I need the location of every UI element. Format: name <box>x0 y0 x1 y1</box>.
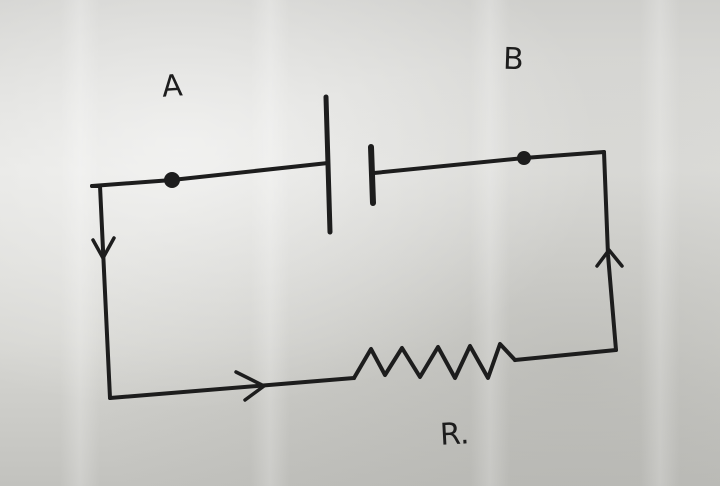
wire-right <box>602 150 618 352</box>
terminal-b-label: B <box>502 41 525 78</box>
terminal-a-label: A <box>160 68 184 105</box>
wire-top-left <box>90 161 330 188</box>
resistor <box>352 342 517 380</box>
terminal-a-dot <box>164 172 180 188</box>
terminal-b-dot <box>517 151 531 165</box>
arrow-up-right-icon <box>595 248 624 268</box>
arrow-down-left-icon <box>91 236 116 260</box>
arrow-right-bottom-icon <box>234 370 266 402</box>
wire-bottom-right <box>513 348 618 362</box>
paper-fold <box>250 0 290 486</box>
paper-fold <box>470 0 510 486</box>
paper-fold <box>640 0 680 486</box>
wire-bottom <box>108 376 356 400</box>
wire-left <box>90 184 112 400</box>
battery-long-plate <box>323 94 333 235</box>
wire-top-right <box>372 150 606 175</box>
resistor-label: R. <box>439 416 471 453</box>
battery-short-plate <box>368 144 376 206</box>
